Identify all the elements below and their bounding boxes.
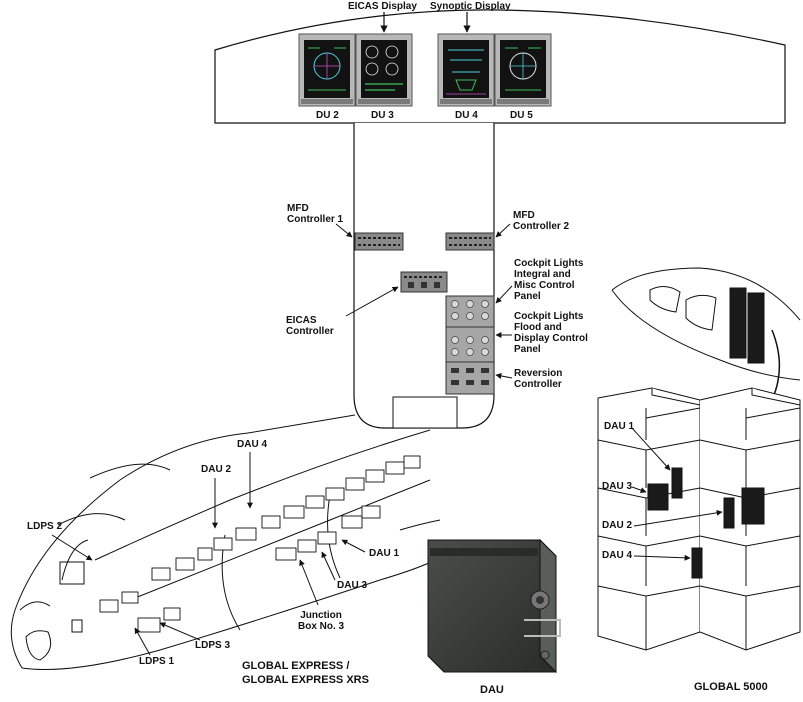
du3-display-unit	[355, 33, 413, 107]
fuselage-leaders	[51, 452, 366, 656]
equipment-box	[341, 515, 363, 529]
du3-label: DU 3	[371, 110, 394, 121]
equipment-box	[361, 505, 381, 519]
du2-display-unit	[298, 33, 356, 107]
mfd-controller-1-arrow	[335, 223, 353, 238]
equipment-box	[317, 531, 337, 545]
g5000-dau3-label: DAU 3	[602, 481, 633, 492]
eicas-controller-panel	[400, 271, 448, 293]
equipment-box	[365, 469, 385, 483]
equipment-box	[163, 607, 181, 621]
dau-unit-illustration	[427, 538, 561, 674]
du4-display-unit	[437, 33, 495, 107]
equipment-box	[213, 537, 233, 551]
fuselage-equipment	[99, 455, 421, 633]
equipment-box	[235, 527, 257, 541]
du4-label: DU 4	[455, 110, 478, 121]
g5000-dau4-label: DAU 4	[602, 550, 633, 561]
fuselage-cutaway	[10, 414, 441, 670]
du5-display-unit	[494, 33, 552, 107]
eicas-controller-arrow	[345, 286, 399, 317]
global5000-leaders	[631, 427, 723, 561]
du2-label: DU 2	[316, 110, 339, 121]
equipment-box	[197, 547, 213, 561]
eicas-display-label: EICAS Display	[348, 1, 417, 12]
equipment-box	[297, 539, 317, 553]
equipment-box	[99, 599, 119, 613]
synoptic-display-label: Synoptic Display	[430, 1, 511, 12]
lights-and-reversion-panel-stack	[445, 295, 495, 395]
fuselage-dau3-label: DAU 3	[337, 580, 368, 591]
equipment-box	[345, 477, 365, 491]
equipment-box	[121, 591, 139, 604]
equipment-box	[275, 547, 297, 561]
global5000-nose-sketch	[611, 267, 801, 381]
equipment-box	[151, 567, 171, 581]
equipment-box	[137, 617, 161, 633]
equipment-box	[403, 455, 421, 469]
mfd-controller-2-panel	[445, 232, 495, 251]
lights-integral-arrow	[495, 285, 513, 304]
fuselage-dau2-label: DAU 2	[201, 464, 232, 475]
dau-caption: DAU	[480, 684, 504, 696]
fuselage-ldps1-label: LDPS 1	[139, 656, 175, 667]
reversion-arrow	[495, 373, 513, 379]
global5000-caption: GLOBAL 5000	[694, 681, 768, 693]
equipment-box	[305, 495, 325, 509]
fuselage-dau1-label: DAU 1	[369, 548, 400, 559]
fuselage-ldps3-label: LDPS 3	[195, 640, 231, 651]
global-express-caption: GLOBAL EXPRESS /GLOBAL EXPRESS XRS	[242, 660, 369, 686]
g5000-dau1-label: DAU 1	[604, 421, 635, 432]
equipment-box	[385, 461, 405, 475]
global5000-rack	[597, 387, 801, 651]
equipment-box	[261, 515, 281, 529]
mfd-controller-2-arrow	[495, 223, 511, 238]
global5000-rack-inset	[729, 287, 765, 364]
equipment-box	[283, 505, 305, 519]
equipment-box	[325, 487, 345, 501]
g5000-dau2-label: DAU 2	[602, 520, 633, 531]
du5-label: DU 5	[510, 110, 533, 121]
equipment-box	[175, 557, 195, 571]
fuselage-ldps2-label: LDPS 2	[27, 521, 63, 532]
fuselage-dau4-label: DAU 4	[237, 439, 268, 450]
mfd-controller-1-panel	[354, 232, 404, 251]
global5000-dau-boxes	[647, 467, 765, 579]
